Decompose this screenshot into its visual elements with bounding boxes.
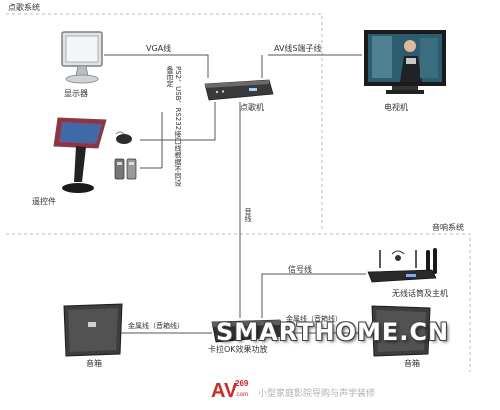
footer-slogan: 小型家庭影院导购与声学装修 (258, 389, 376, 399)
wireless-mic-label: 无线话筒及主机 (392, 289, 448, 298)
section-label-audio: 音响系统 (432, 223, 464, 232)
mouse-icon (114, 130, 134, 150)
speaker-right-icon (368, 304, 434, 362)
signal-cable-label: 信号线 (288, 265, 312, 274)
monitor-icon (56, 30, 108, 90)
logo-number: 269 (235, 379, 249, 388)
watermark-text: SMARTHOME.CN (216, 318, 450, 346)
monitor-label: 显示器 (64, 89, 88, 98)
logo-domain: .com (235, 392, 248, 398)
remote-icon (114, 158, 138, 184)
tv-label: 电视机 (384, 103, 408, 112)
interface-cable-note: PS2、USB、RS232接口线根据不同设备而定 (166, 66, 182, 187)
speaker-left-icon (60, 302, 126, 362)
wireless-mic-icon (366, 244, 442, 290)
av269-logo: AV 269 .com (211, 378, 251, 402)
vga-cable-label: VGA线 (146, 44, 172, 53)
speaker-left-label: 音箱 (86, 359, 102, 368)
amplifier-label: 卡拉OK效果功放 (208, 345, 268, 354)
audio-cable-label: 音线 (244, 208, 252, 222)
tv-icon (362, 28, 448, 102)
remote-control-label: 遥控件 (32, 197, 56, 206)
av-cable-label: AV线S端子线 (274, 44, 322, 53)
vod-player-label: 点歌机 (240, 103, 264, 112)
speaker-right-label: 音箱 (404, 359, 420, 368)
speaker-right-cable-label: 金属线（音箱线） (286, 315, 342, 323)
vod-player-icon (203, 76, 275, 108)
speaker-left-cable-label: 金属线（音箱线） (128, 322, 184, 330)
amplifier-icon (210, 316, 286, 350)
touch-screen-icon (52, 112, 112, 202)
logo-letters: AV (211, 380, 238, 400)
section-label-vod: 点歌系统 (8, 3, 40, 12)
